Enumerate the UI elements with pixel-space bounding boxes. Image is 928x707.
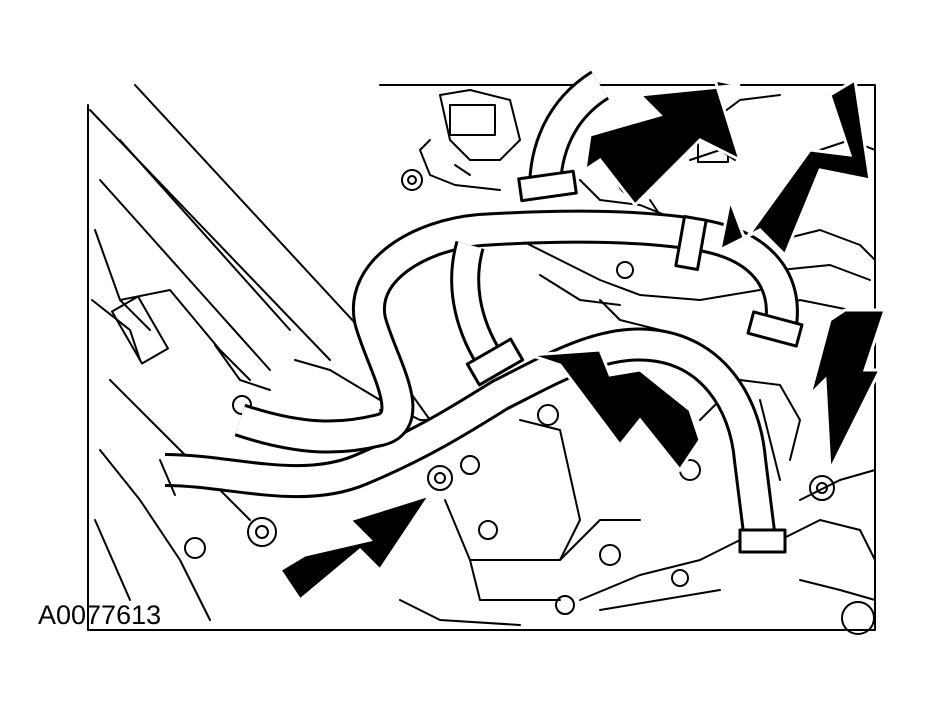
coolant-hoses (159, 70, 804, 554)
arrow-lower-left (277, 492, 434, 603)
callout-arrows (277, 77, 888, 603)
arrow-middle (529, 348, 702, 473)
arrow-top-right (717, 77, 872, 258)
figure-id-label: A0077613 (38, 600, 162, 630)
arrow-right (807, 308, 888, 476)
arrow-top-center (583, 78, 743, 208)
